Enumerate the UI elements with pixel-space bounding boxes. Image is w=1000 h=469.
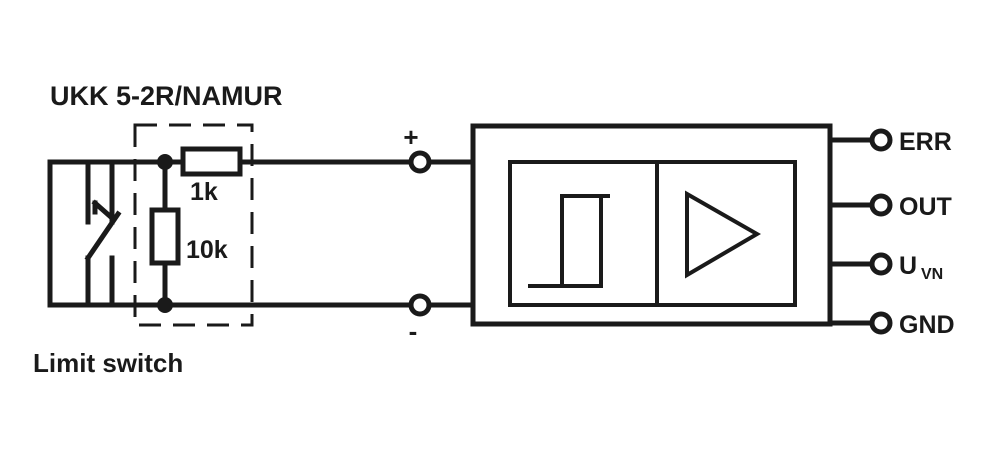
polarity-negative-label: -: [409, 316, 418, 346]
schmitt-trigger-symbol: [528, 194, 610, 288]
amplifier-triangle-symbol: [685, 190, 761, 279]
output-terminal-out[interactable]: [869, 193, 893, 217]
switch2-blade: [91, 199, 116, 222]
input-terminal-negative[interactable]: [408, 293, 432, 317]
output-terminal-gnd[interactable]: [869, 311, 893, 335]
resistor-1k-body: [180, 146, 243, 177]
polarity-positive-label: +: [403, 122, 418, 152]
output-terminal-err[interactable]: [869, 128, 893, 152]
diagram-title: UKK 5-2R/NAMUR: [50, 81, 283, 111]
junction-dot-top: [157, 154, 173, 170]
device-inner-block: [508, 160, 797, 307]
input-terminal-positive[interactable]: [408, 150, 432, 174]
junction-dot-bottom: [157, 297, 173, 313]
resistor-1k-label: 1k: [190, 178, 218, 206]
output-terminal-uvn[interactable]: [869, 252, 893, 276]
terminal-label-out: OUT: [899, 193, 952, 221]
schmitt-trigger-falling-edge: [560, 194, 603, 288]
resistor-10k-body: [149, 207, 181, 266]
limit-switch-group: [47, 159, 122, 308]
resistor-10k-label: 10k: [186, 236, 228, 264]
device-outer-enclosure: [470, 123, 833, 327]
terminal-label-gnd: GND: [899, 311, 955, 339]
terminal-label-err: ERR: [899, 128, 952, 156]
namur-module-dashed-boundary: [133, 123, 254, 327]
terminal-label-uvn: U: [899, 252, 917, 280]
limit-switch-caption: Limit switch: [33, 348, 183, 378]
terminal-label-uvn-subscript: VN: [921, 266, 943, 283]
